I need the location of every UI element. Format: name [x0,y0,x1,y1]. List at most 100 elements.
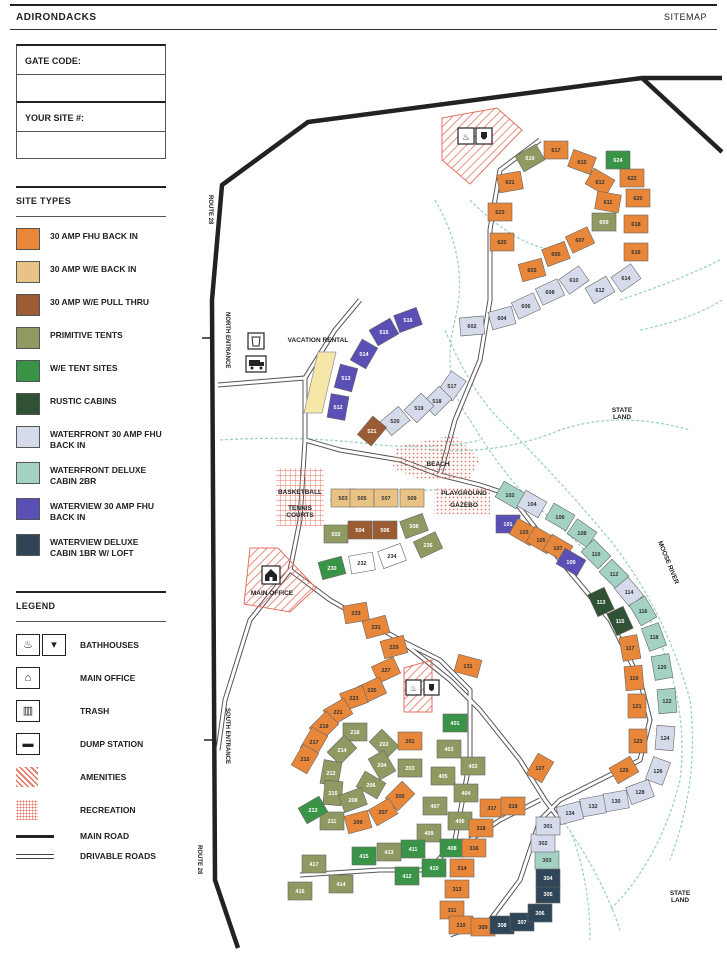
campsite-119[interactable]: 119 [623,664,645,692]
campsite-405[interactable]: 405 [430,766,456,786]
campsite-115[interactable]: 115 [606,605,634,637]
campsite-116[interactable]: 116 [628,595,658,627]
campsite-319[interactable]: 319 [500,796,526,816]
campsite-604[interactable]: 604 [487,305,517,331]
campsite-310[interactable]: 310 [448,915,474,935]
campsite-617[interactable]: 617 [543,140,569,160]
gate-code-box[interactable] [17,75,165,101]
campsite-127[interactable]: 127 [525,752,555,784]
campsite-507[interactable]: 507 [373,488,399,508]
campsite-602[interactable]: 602 [458,315,486,337]
campsite-515[interactable]: 515 [368,317,400,347]
campsite-411[interactable]: 411 [400,839,426,859]
campsite-516[interactable]: 516 [393,307,423,333]
campsite-214[interactable]: 214 [326,734,358,766]
campsite-202[interactable]: 202 [368,728,400,760]
campsite-209[interactable]: 209 [343,809,373,835]
campsite-108[interactable]: 108 [566,518,598,548]
campsite-621[interactable]: 621 [496,170,524,194]
campsite-417[interactable]: 417 [301,854,327,874]
campsite-506[interactable]: 506 [372,520,398,540]
campsite-232[interactable]: 232 [348,551,376,575]
campsite-128[interactable]: 128 [625,779,655,805]
campsite-130[interactable]: 130 [602,789,630,813]
campsite-416[interactable]: 416 [287,881,313,901]
campsite-126[interactable]: 126 [645,756,671,786]
campsite-210[interactable]: 210 [322,779,344,807]
campsite-408[interactable]: 408 [439,838,465,858]
campsite-616[interactable]: 616 [623,242,649,262]
campsite-625[interactable]: 625 [489,232,515,252]
campsite-609[interactable]: 609 [591,212,617,232]
campsite-218[interactable]: 218 [342,722,368,742]
campsite-231[interactable]: 231 [361,614,391,640]
campsite-125[interactable]: 125 [608,755,640,785]
campsite-213[interactable]: 213 [297,795,329,825]
campsite-303[interactable]: 303 [534,850,560,870]
campsite-514[interactable]: 514 [349,338,379,370]
campsite-610[interactable]: 610 [558,265,590,295]
campsite-603[interactable]: 603 [517,257,547,283]
campsite-412[interactable]: 412 [394,866,420,886]
campsite-113[interactable]: 113 [587,586,615,618]
campsite-317[interactable]: 317 [479,798,505,818]
campsite-413[interactable]: 413 [376,842,402,862]
your-site-field[interactable]: YOUR SITE #: [16,101,166,159]
campsite-120[interactable]: 120 [650,653,674,681]
campsite-229[interactable]: 229 [379,634,409,660]
campsite-215[interactable]: 215 [290,743,320,775]
campsite-203[interactable]: 203 [397,758,423,778]
campsite-611[interactable]: 611 [594,190,622,214]
campsite-612[interactable]: 612 [584,275,616,305]
campsite-613[interactable]: 613 [584,167,616,197]
campsite-201[interactable]: 201 [397,731,423,751]
campsite-614[interactable]: 614 [610,263,642,293]
campsite-212[interactable]: 212 [319,759,343,787]
campsite-314[interactable]: 314 [449,858,475,878]
campsite-615[interactable]: 615 [567,149,597,175]
campsite-403[interactable]: 403 [436,739,462,759]
campsite-620[interactable]: 620 [625,188,651,208]
campsite-509[interactable]: 509 [399,488,425,508]
campsite-117[interactable]: 117 [618,634,642,662]
campsite-211[interactable]: 211 [319,811,345,831]
campsite-404[interactable]: 404 [453,783,479,803]
campsite-110[interactable]: 110 [580,538,612,570]
campsite-407[interactable]: 407 [422,796,448,816]
campsite-305[interactable]: 305 [535,884,561,904]
campsite-132[interactable]: 132 [579,794,607,818]
campsite-504[interactable]: 504 [347,520,373,540]
campsite-109[interactable]: 109 [555,547,587,577]
campsite-122[interactable]: 122 [656,687,678,715]
campsite-318[interactable]: 318 [468,818,494,838]
campsite-206[interactable]: 206 [355,770,387,800]
campsite-227[interactable]: 227 [370,656,402,684]
campsite-134[interactable]: 134 [555,800,585,826]
campsite-118[interactable]: 118 [641,622,667,652]
campsite-301[interactable]: 301 [535,816,561,836]
campsite-236[interactable]: 236 [412,531,444,559]
campsite-410[interactable]: 410 [421,858,447,878]
campsite-622[interactable]: 622 [619,168,645,188]
campsite-409[interactable]: 409 [416,823,442,843]
campsite-230[interactable]: 230 [317,555,347,581]
campsite-415[interactable]: 415 [351,846,377,866]
campsite-131[interactable]: 131 [453,653,483,679]
campsite-406[interactable]: 406 [447,811,473,831]
campsite-104[interactable]: 104 [516,489,548,519]
campsite-124[interactable]: 124 [654,724,676,752]
campsite-606[interactable]: 606 [510,292,542,320]
campsite-502[interactable]: 502 [323,524,349,544]
campsite-619[interactable]: 619 [514,143,546,173]
campsite-521[interactable]: 521 [356,415,388,447]
campsite-607[interactable]: 607 [564,226,596,254]
campsite-313[interactable]: 313 [444,879,470,899]
campsite-234[interactable]: 234 [377,543,407,569]
campsite-605[interactable]: 605 [541,241,571,267]
campsite-519[interactable]: 519 [403,392,435,424]
campsite-623[interactable]: 623 [487,202,513,222]
campsite-306[interactable]: 306 [527,903,553,923]
campsite-402[interactable]: 402 [460,756,486,776]
campsite-512[interactable]: 512 [326,393,350,421]
campsite-414[interactable]: 414 [328,874,354,894]
